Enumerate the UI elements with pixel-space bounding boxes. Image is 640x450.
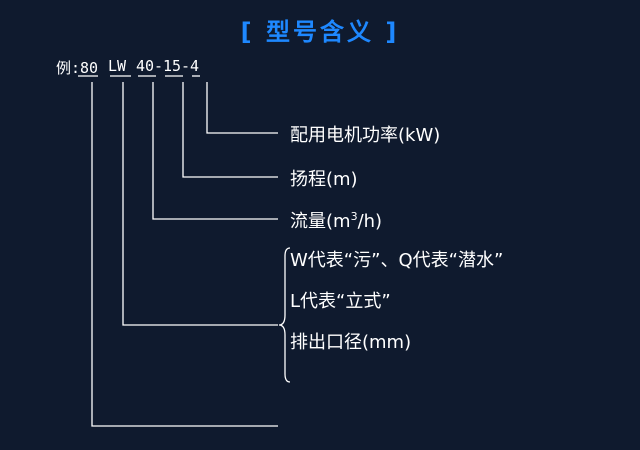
label-flow: 流量(m3/h) [290,207,382,233]
label-head: 扬程(m) [290,169,358,190]
leader-flow [152,82,278,220]
label-flow-pre: 流量(m [290,211,351,232]
leader-head [182,82,278,178]
example-prefix: 例:80 [56,59,99,77]
label-l-meaning: L代表“立式” [290,291,391,312]
label-diameter: 排出口径(mm) [290,332,412,353]
label-power: 配用电机功率(kW) [290,125,441,146]
label-w-meaning: W代表“污”、Q代表“潜水” [290,250,504,271]
example-sep2: - [181,57,191,75]
leader-power [206,82,278,134]
diagram-title: [ 型号含义 ] [240,18,400,46]
type-brace [278,247,291,383]
example-type-code: LW [108,57,127,75]
example-flow: 40 [136,57,155,75]
example-sep1: - [154,57,164,75]
example-power: 4 [190,57,200,75]
leader-diameter [91,82,278,427]
label-flow-post: /h) [357,211,383,232]
example-head: 15 [163,57,182,75]
leader-type [122,82,278,326]
label-flow-sup: 3 [350,210,358,223]
